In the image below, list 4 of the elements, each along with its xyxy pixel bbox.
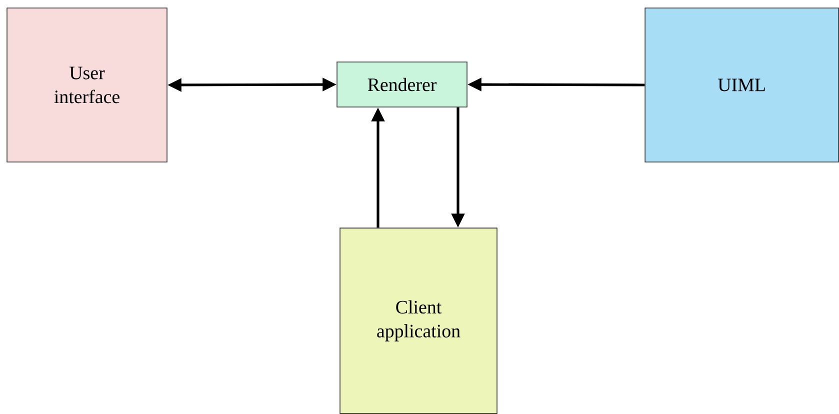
- process-box: Renderer: [336, 62, 468, 108]
- process-box: UIML: [644, 8, 839, 162]
- process-box: Client application: [340, 228, 498, 414]
- process-box: User interface: [6, 8, 168, 162]
